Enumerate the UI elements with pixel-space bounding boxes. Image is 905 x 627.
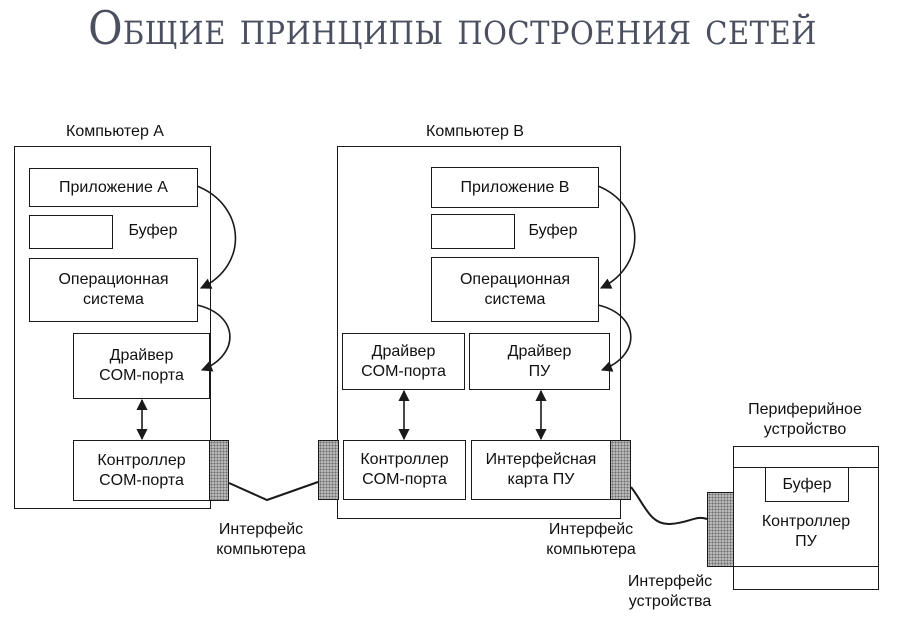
device-interface-annotation: Интерфейс устройства: [610, 572, 730, 612]
peripheral-controller-label: Контроллер ПУ: [734, 512, 878, 552]
computer-b-application: Приложение B: [431, 167, 599, 208]
computer-b-pu-driver-line2: ПУ: [528, 362, 551, 380]
peripheral-label-line2: устройство: [763, 421, 847, 438]
computer-b-interface-card-line1: Интерфейсная: [485, 451, 597, 468]
computer-a-buffer-box: [29, 215, 113, 249]
arrow-os-a-to-driver-a: [196, 304, 231, 372]
cable-computer-b-to-peripheral: [630, 486, 708, 526]
computer-a-os-line1: Операционная: [58, 271, 169, 288]
peripheral-controller-line1: Контроллер: [761, 513, 851, 530]
computer-a-os: Операционная система: [29, 258, 198, 322]
peripheral-label: Периферийное устройство: [720, 400, 890, 440]
computer-b-frame: [337, 146, 621, 519]
computer-b-com-port-connector: [318, 440, 339, 500]
peripheral-controller-line2: ПУ: [795, 533, 817, 550]
computer-b-interface-annotation: Интерфейс компьютера: [526, 520, 656, 560]
computer-a-buffer-label: Буфер: [128, 222, 178, 239]
computer-b-interface-line2: компьютера: [546, 541, 636, 558]
computer-a-application-label: Приложение A: [59, 178, 168, 196]
computer-b-com-controller-line2: COM-порта: [362, 471, 447, 488]
computer-b-application-label: Приложение B: [460, 178, 570, 196]
peripheral-buffer-label: Буфер: [782, 475, 832, 493]
computer-b-buffer-label: Буфер: [528, 222, 578, 239]
device-interface-line2: устройства: [628, 593, 712, 610]
peripheral-port-connector: [707, 492, 734, 567]
computer-b-com-controller-line1: Контроллер: [360, 451, 449, 468]
computer-a-os-line2: система: [83, 291, 144, 308]
computer-b-pu-port-connector: [610, 440, 631, 500]
computer-b-pu-driver-line1: Драйвер: [507, 342, 572, 360]
computer-b-os-line2: система: [484, 290, 546, 308]
computer-b-interface-card: Интерфейсная карта ПУ: [471, 440, 611, 500]
computer-a-com-controller-line2: COM-порта: [99, 471, 184, 489]
computer-b-buffer-box: [431, 214, 515, 249]
computer-b-os-line1: Операционная: [459, 270, 571, 288]
computer-a-com-driver-line1: Драйвер: [109, 347, 174, 364]
device-interface-line1: Интерфейс: [627, 573, 713, 590]
computer-b-os: Операционная система: [431, 257, 599, 322]
computer-a-label: Компьютер A: [66, 123, 164, 140]
computer-a-interface-annotation: Интерфейс компьютера: [196, 520, 326, 560]
computer-b-interface-card-line2: карта ПУ: [507, 471, 575, 488]
computer-b-com-driver-line1: Драйвер: [371, 342, 436, 360]
arrow-app-a-to-os-a: [196, 185, 237, 289]
peripheral-label-line1: Периферийное: [748, 401, 862, 418]
computer-a-interface-line1: Интерфейс: [218, 521, 304, 538]
computer-a-port-connector: [209, 440, 229, 501]
arrow-app-b-to-os-b: [597, 185, 636, 289]
peripheral-buffer: Буфер: [765, 467, 849, 502]
arrow-os-b-to-pu-driver: [597, 304, 632, 372]
computer-b-interface-line1: Интерфейс: [548, 521, 634, 538]
computer-a-interface-line2: компьютера: [216, 541, 306, 558]
cable-computer-a-to-computer-b: [228, 481, 319, 502]
computer-b-com-driver-line2: COM-порта: [361, 362, 446, 380]
computer-a-com-controller-line1: Контроллер: [97, 451, 186, 469]
computer-b-com-controller: Контроллер COM-порта: [343, 440, 466, 500]
computer-a-com-driver: Драйвер COM-порта: [73, 333, 210, 399]
computer-b-label: Компьютер B: [426, 123, 524, 140]
page-title: Общие принципы построения сетей: [88, 2, 817, 55]
computer-a-frame: [14, 146, 211, 509]
computer-a-application: Приложение A: [29, 168, 198, 207]
computer-b-com-driver: Драйвер COM-порта: [342, 333, 465, 390]
computer-a-com-driver-line2: COM-порта: [99, 367, 184, 384]
